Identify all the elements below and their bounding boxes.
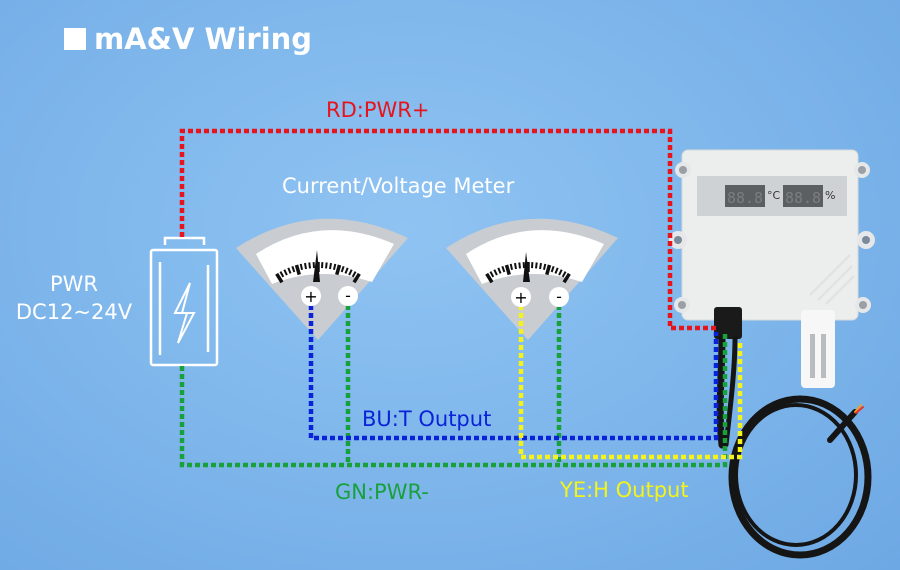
- meter-tick: [485, 272, 494, 284]
- wire-yellow: [518, 305, 743, 460]
- meter1-minus-terminal: -: [345, 286, 351, 305]
- meter-tick: [291, 266, 296, 273]
- meter-tick: [344, 267, 349, 274]
- meter-tick: [535, 262, 538, 269]
- terminals: [301, 286, 569, 307]
- meter-tick: [562, 272, 571, 284]
- meter-tick: [299, 263, 304, 271]
- meter-tick: [539, 262, 542, 270]
- meter-tick: [514, 262, 517, 270]
- temperature-display: [725, 185, 765, 207]
- temperature-readout: 88.8: [727, 189, 763, 207]
- meter-tick: [518, 262, 521, 269]
- meter-tick: [558, 269, 563, 276]
- battery-icon: [149, 236, 219, 367]
- wire-label-red: RD:PWR+: [326, 98, 430, 122]
- meter-tick: [304, 262, 307, 270]
- title-text: mA&V Wiring: [94, 22, 313, 56]
- meter-tick: [335, 264, 342, 276]
- meter-needle: [313, 250, 320, 282]
- wire-label-green: GN:PWR-: [335, 480, 429, 504]
- meter-tick: [275, 272, 284, 284]
- page-title: mA&V Wiring: [64, 22, 312, 56]
- meter-tick: [340, 266, 345, 273]
- meter-tick: [332, 263, 337, 271]
- wire-blue: [308, 305, 719, 441]
- wire-red: [179, 128, 716, 331]
- meter-tick: [352, 272, 361, 284]
- meter2-minus-terminal: -: [556, 287, 562, 306]
- meter-tick: [294, 264, 301, 276]
- power-label-line1: PWR: [49, 272, 99, 296]
- meter-tick: [325, 262, 328, 269]
- meter-tick: [545, 264, 552, 276]
- meter-title: Current/Voltage Meter: [282, 174, 515, 198]
- cable-gland: [714, 307, 742, 339]
- meter-tick: [554, 267, 559, 274]
- meter-tick: [348, 269, 353, 276]
- meter-tick: [489, 271, 495, 278]
- meter-tick: [542, 263, 547, 271]
- celsius-unit: °C: [767, 189, 781, 202]
- sensor-device: [669, 149, 875, 388]
- wire-label-blue: BU:T Output: [362, 407, 492, 431]
- meter-tick: [287, 267, 292, 274]
- meter-tick: [493, 269, 498, 276]
- percent-unit: %: [825, 189, 835, 202]
- wire-label-yellow: YE:H Output: [560, 478, 689, 502]
- meter-tick: [283, 269, 288, 276]
- meter-tick: [308, 262, 311, 269]
- meter-tick: [279, 271, 285, 278]
- sensor-probe: [801, 310, 835, 388]
- meter-tick: [329, 262, 332, 270]
- meter-tick: [561, 271, 567, 278]
- meter-right: [446, 218, 618, 340]
- meter-tick: [509, 263, 514, 271]
- meter-scale: [485, 262, 571, 284]
- meter2-plus-terminal: +: [514, 288, 527, 307]
- cable: [716, 334, 872, 559]
- power-label-line2: DC12~24V: [15, 300, 133, 324]
- power-label: PWR DC12~24V: [14, 270, 134, 326]
- wire-green: [179, 332, 728, 468]
- square-bullet-icon: [64, 28, 86, 50]
- meter1-plus-terminal: +: [304, 287, 317, 306]
- meter-tick: [351, 271, 357, 278]
- meter-tick: [550, 266, 555, 273]
- meter-needle: [523, 252, 530, 282]
- meter-tick: [504, 264, 511, 276]
- humidity-display: [783, 185, 823, 207]
- meter-left: [236, 218, 408, 340]
- humidity-readout: 88.8: [785, 189, 821, 207]
- meter-tick: [497, 267, 502, 274]
- meter-tick: [501, 266, 506, 273]
